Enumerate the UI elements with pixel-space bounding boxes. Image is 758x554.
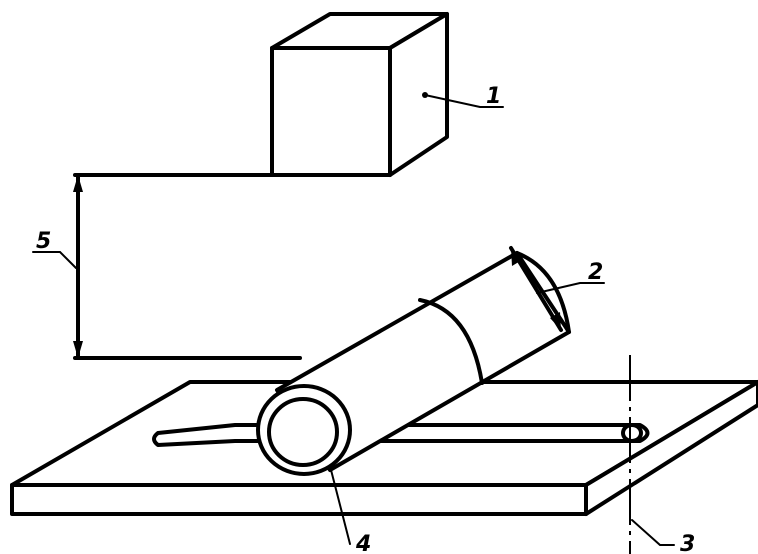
diameter-arrow-top xyxy=(511,248,522,266)
diameter-dimension xyxy=(509,246,563,332)
cylinder xyxy=(256,251,571,476)
diameter-arrow-bottom xyxy=(550,312,561,330)
leader-2 xyxy=(536,282,605,294)
leader-5 xyxy=(32,251,77,269)
label-cylinder-end: 4 xyxy=(355,532,371,554)
label-cylinder-diameter: 2 xyxy=(588,260,603,285)
slot-end xyxy=(621,423,643,443)
leader-lines xyxy=(32,92,675,546)
leader-1 xyxy=(424,94,504,108)
cylinder-band xyxy=(418,298,484,385)
cube-side-face xyxy=(388,12,449,177)
leader-3 xyxy=(631,519,675,546)
cylinder-far-end xyxy=(515,251,571,334)
plate-front-face xyxy=(10,483,588,516)
label-block: 1 xyxy=(486,84,501,109)
cylinder-end-inner xyxy=(267,397,339,467)
diameter-dimension-line xyxy=(509,246,563,332)
label-drop-height: 5 xyxy=(36,229,51,254)
cube-block xyxy=(270,12,449,177)
drop-height-dimension xyxy=(73,173,302,360)
label-section-line: 3 xyxy=(680,532,695,554)
cube-front-face xyxy=(270,46,392,177)
arrowhead-bottom xyxy=(73,341,83,358)
arrowhead-top xyxy=(73,175,83,192)
leader-4 xyxy=(329,465,351,545)
